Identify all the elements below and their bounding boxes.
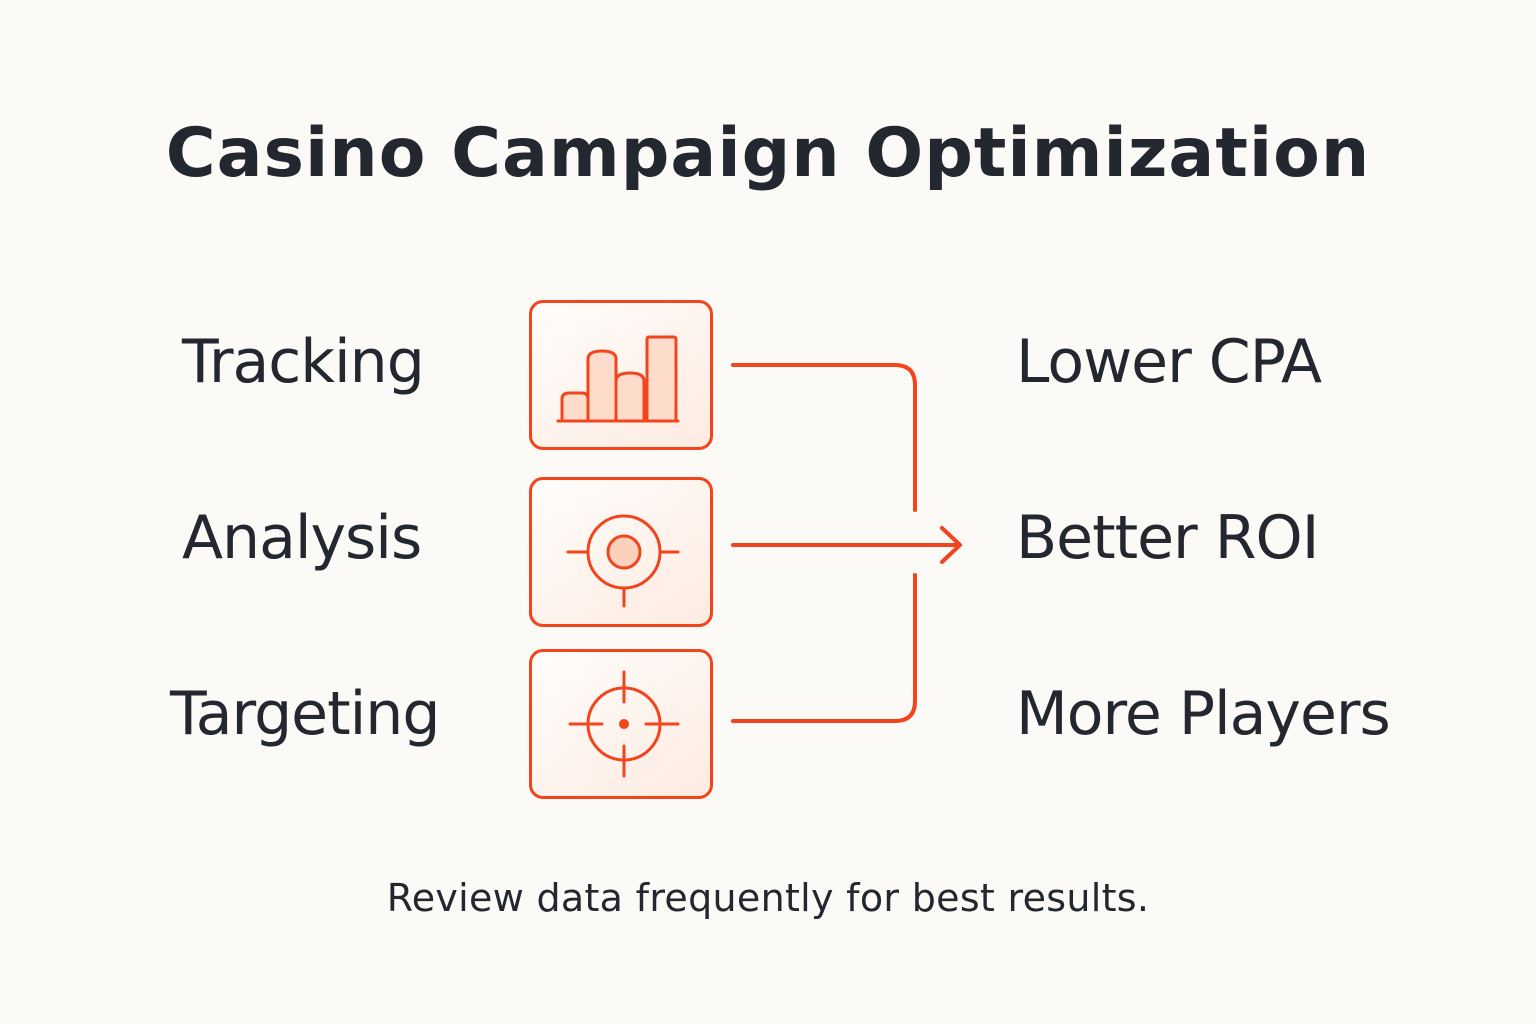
bar-chart-icon <box>556 335 680 423</box>
connector-targeting <box>731 573 917 723</box>
input-label-targeting: Targeting <box>170 679 440 749</box>
diagram-title: Casino Campaign Optimization <box>165 114 1371 193</box>
analysis-icon-box <box>529 477 713 627</box>
input-label-analysis: Analysis <box>182 503 422 573</box>
outcome-label-lower-cpa: Lower CPA <box>1016 327 1322 397</box>
targeting-icon-box <box>529 649 713 799</box>
outcome-label-better-roi: Better ROI <box>1016 503 1319 573</box>
outcome-label-more-players: More Players <box>1016 679 1391 749</box>
connector-tracking <box>731 363 917 512</box>
footer-note: Review data frequently for best results. <box>386 876 1150 920</box>
target-icon <box>566 514 680 608</box>
input-label-tracking: Tracking <box>182 327 425 397</box>
tracking-icon-box <box>529 300 713 450</box>
crosshair-icon <box>568 670 680 778</box>
arrowhead <box>940 526 962 564</box>
